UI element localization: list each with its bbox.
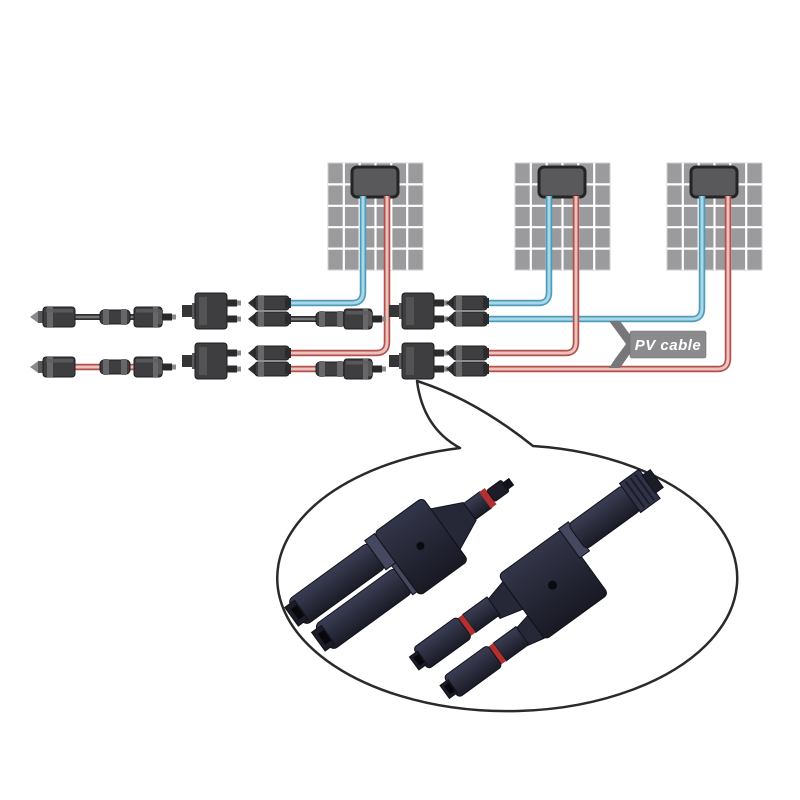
pv-cable-brace-icon (609, 321, 634, 368)
t-branch-connector-photo-right (408, 468, 664, 700)
mc4-plug (247, 295, 292, 311)
mc4-plug (445, 345, 490, 361)
callout-bubble (275, 379, 739, 713)
mc4-coupler (99, 308, 131, 326)
mc4-plug (445, 311, 490, 327)
solar-panel-1 (326, 161, 425, 272)
solar-panel-3 (665, 161, 764, 272)
red-seal-band (487, 643, 507, 665)
mc4-connector (343, 308, 387, 330)
pv-cable-label-box (629, 330, 707, 359)
mc4-coupler (315, 310, 347, 328)
pv-cable-label: PV cable (629, 330, 707, 359)
t-branch-connector (181, 292, 242, 330)
mc4-connector (29, 356, 76, 378)
red-seal-band (457, 614, 476, 637)
mc4-plug (247, 345, 292, 361)
pv-cable-label-text: PV cable (635, 337, 702, 354)
red-seal-band (479, 488, 497, 509)
t-branch-connector (181, 342, 242, 380)
t-branch-connector (388, 292, 449, 330)
connector-row-bottom (29, 342, 490, 380)
connector-row-top (29, 292, 490, 330)
mc4-plug (445, 361, 490, 377)
mc4-connector (133, 306, 177, 328)
mc4-plug (247, 311, 292, 327)
mc4-coupler (315, 360, 347, 378)
mc4-connector (343, 358, 387, 380)
t-branch-connector-photo-left (284, 477, 515, 652)
mc4-coupler (99, 358, 131, 376)
mc4-connector (29, 306, 76, 328)
t-branch-connector (388, 342, 449, 380)
mc4-plug (445, 295, 490, 311)
mc4-connector (133, 356, 177, 378)
solar-panel-2 (513, 161, 612, 272)
mc4-plug (247, 361, 292, 377)
